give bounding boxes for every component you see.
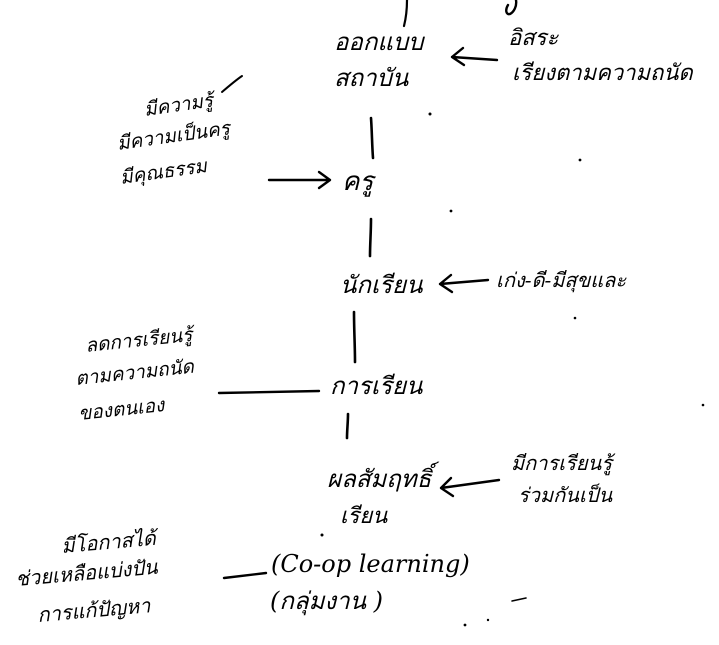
note-top-right-line-2: เรียงตามความถนัด — [512, 61, 694, 86]
arrow-right-outcome — [439, 476, 501, 498]
stray-dot — [449, 209, 453, 213]
note-right-student: เก่ง-ดี-มีสุขและ — [496, 268, 627, 293]
note-left-teacher-line-1: มีความรู้ — [143, 89, 219, 121]
stray-dot — [428, 112, 432, 116]
connector-teacher-to-student — [368, 217, 373, 258]
connector-learning-to-outcome — [345, 412, 350, 440]
line-left-coop — [222, 571, 268, 580]
connector-student-to-learning — [352, 310, 357, 364]
stray-dash — [511, 597, 527, 602]
note-top-right-line-1: อิสระ — [508, 26, 559, 51]
stray-dot — [573, 316, 577, 320]
note-left-coop-line-3: การแก้ปัญหา — [36, 593, 152, 627]
stray-dot — [463, 623, 467, 627]
arrow-left-teacher — [267, 170, 332, 190]
node-student: นักเรียน — [340, 271, 423, 299]
node-outcome-line-1: ผลสัมฤทธิ์ — [327, 461, 440, 493]
node-coop-english: (Co-op learning) — [271, 550, 470, 578]
note-left-learning-line-1: ลดการเรียนรู้ — [84, 323, 197, 357]
arrow-right-student — [438, 273, 490, 294]
stray-dot — [578, 158, 582, 162]
top-stroke-left — [402, 0, 409, 28]
node-central-top-line-1: ออกแบบ — [334, 28, 425, 56]
node-teacher: ครู — [342, 167, 376, 197]
top-stroke-right — [505, 0, 518, 16]
note-left-coop-line-2: ช่วยเหลือแบ่งปัน — [14, 555, 159, 591]
note-right-outcome-line-2: ร่วมกันเป็น — [518, 483, 613, 507]
note-left-teacher-line-2: มีความเป็นครู — [115, 116, 233, 155]
line-left-learning — [217, 389, 321, 395]
note-left-learning-line-3: ของตนเอง — [77, 394, 167, 425]
node-central-top-line-2: สถาบัน — [334, 64, 409, 92]
connector-top-to-teacher — [369, 116, 375, 160]
note-left-teacher-tick — [221, 75, 243, 93]
note-right-outcome-line-1: มีการเรียนรู้ — [511, 451, 616, 476]
note-left-coop-line-1: มีโอกาสได้ — [60, 525, 160, 557]
stray-dot — [701, 403, 705, 407]
node-coop-thai: (กลุ่มงาน ) — [270, 587, 383, 616]
stray-dot — [320, 533, 324, 537]
stray-dot — [486, 618, 490, 622]
node-outcome-line-2: เรียน — [340, 504, 388, 529]
node-learning: การเรียน — [330, 372, 423, 400]
note-left-teacher-line-3: มีคุณธรรม — [119, 155, 210, 189]
note-left-learning-line-2: ตามความถนัด — [74, 355, 196, 389]
arrow-top-right — [450, 46, 499, 67]
